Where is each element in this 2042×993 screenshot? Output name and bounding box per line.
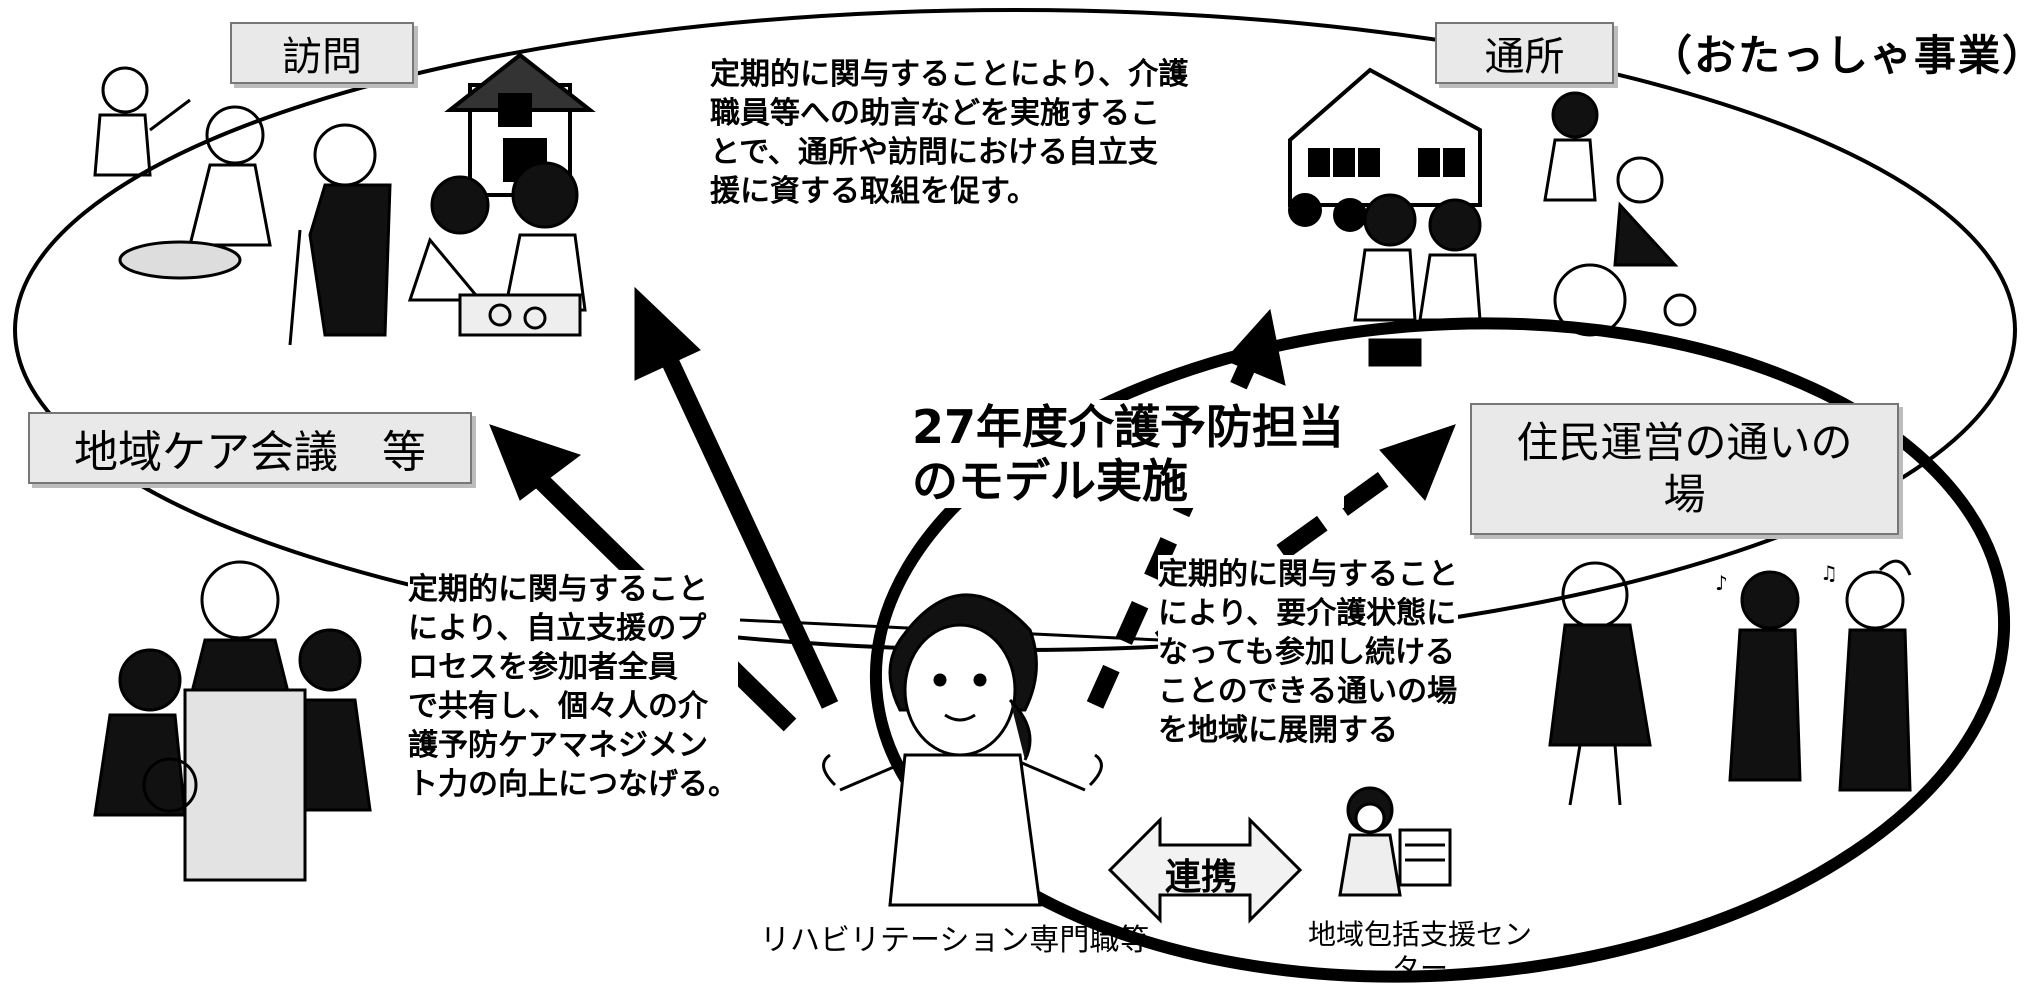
description-top-line: 職員等への助言などを実施するこ	[710, 96, 1160, 131]
svg-text:♪: ♪	[1715, 571, 1728, 595]
label-kayoi-line1: 住民運営の通いの	[1516, 418, 1853, 467]
label-kayoi: 住民運営の通いの 場	[1470, 403, 1899, 535]
caption-rehab: リハビリテーション専門職等	[760, 923, 1150, 958]
description-right-line: なっても参加し続ける	[1158, 635, 1455, 670]
description-top: 定期的に関与することにより、介護 職員等への助言などを実施するこ とで、通所や訪…	[710, 55, 1189, 211]
description-left-line: 定期的に関与すること	[408, 572, 708, 607]
arrow-to-houmon	[651, 336, 839, 709]
bidirectional-arrow-icon	[1107, 816, 1303, 924]
elderly-man-with-cane-illustration	[288, 123, 392, 346]
label-chiiki-care-text: 地域ケア会議 等	[74, 427, 426, 478]
inner-ellipse	[869, 317, 2011, 983]
arrowhead-tsusho	[1224, 308, 1286, 386]
description-top-line: 援に資する取組を促す。	[710, 174, 1037, 209]
arrowhead-chiiki-care	[489, 424, 582, 501]
label-tsusho: 通所	[1435, 22, 1614, 84]
rehabilitation-therapist-illustration	[822, 593, 1103, 907]
meal-assistance-illustration	[407, 161, 587, 337]
description-left-line: ト力の向上につなげる。	[408, 767, 738, 802]
label-houmon-text: 訪問	[282, 34, 362, 80]
description-right-line: 定期的に関与すること	[1158, 557, 1458, 592]
label-houmon: 訪問	[230, 22, 414, 84]
caption-center-line1: 地域包括支援セン	[1307, 918, 1532, 951]
arrowhead-kayoi	[1379, 424, 1456, 501]
description-right-line: ことのできる通いの場	[1158, 674, 1458, 709]
description-top-line: 定期的に関与することにより、介護	[710, 57, 1189, 92]
caption-center: 地域包括支援セン ター	[1290, 918, 1550, 986]
arrowhead-houmon	[634, 286, 701, 381]
description-left-line: により、自立支援のプ	[408, 611, 707, 646]
wheelchair-illustration	[1543, 91, 1697, 337]
center-staff-illustration	[1338, 786, 1452, 897]
day-care-facility-illustration	[1288, 67, 1482, 232]
caregivers-illustration	[1353, 193, 1482, 367]
description-right-line: を地域に展開する	[1158, 713, 1398, 748]
description-top-line: とで、通所や訪問における自立支	[710, 135, 1158, 170]
exercise-group-illustration: ♪ ♫	[1548, 559, 1912, 806]
label-tsusho-note: （おたっしゃ事業）	[1650, 31, 2042, 80]
description-right: 定期的に関与すること により、要介護状態に なっても参加し続ける ことのできる通…	[1158, 555, 1458, 750]
arrow-to-kayoi	[1154, 452, 1416, 648]
label-tsusho-text: 通所	[1484, 34, 1565, 80]
caption-center-line2: ター	[1391, 952, 1448, 985]
meeting-people-illustration	[93, 560, 372, 882]
model-title: 27年度介護予防担当 のモデル実施	[912, 400, 1345, 508]
label-kayoi-line2: 場	[1663, 470, 1706, 519]
gardening-people-illustration	[93, 66, 272, 280]
svg-text:♫: ♫	[1820, 561, 1838, 585]
label-renkei: 連携	[1165, 857, 1238, 898]
description-left-line: 護予防ケアマネジメン	[408, 728, 708, 763]
description-left-line: ロセスを参加者全員	[408, 650, 678, 685]
model-title-line1: 27年度介護予防担当	[912, 400, 1345, 454]
description-right-line: により、要介護状態に	[1158, 596, 1457, 631]
label-chiiki-care: 地域ケア会議 等	[28, 412, 472, 484]
description-left-line: で共有し、個々人の介	[408, 689, 708, 724]
description-left: 定期的に関与すること により、自立支援のプ ロセスを参加者全員 で共有し、個々人…	[408, 570, 738, 804]
model-title-line2: のモデル実施	[912, 454, 1188, 508]
